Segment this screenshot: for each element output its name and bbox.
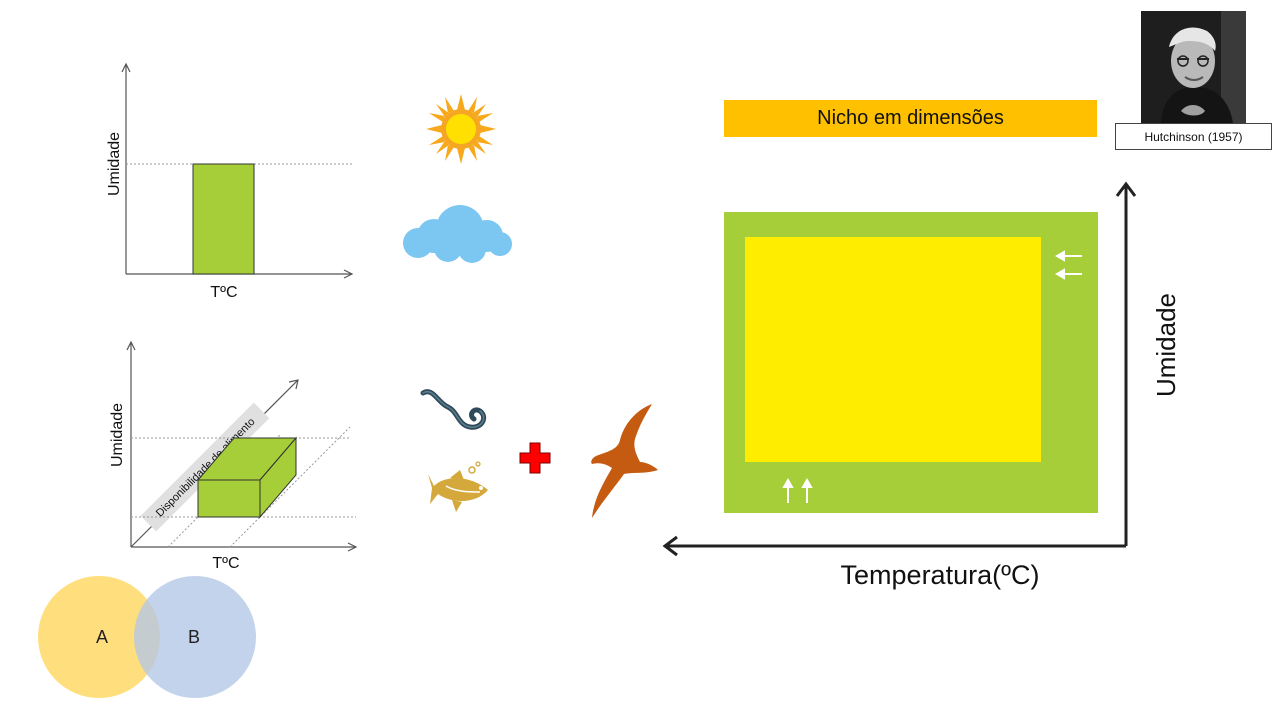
- cloud-icon: [403, 205, 512, 263]
- x-axis-arrow: [343, 269, 354, 279]
- portrait-caption: Hutchinson (1957): [1115, 123, 1272, 150]
- z-axis-label-background: [140, 402, 270, 532]
- main-y-axis-label: Umidade: [1151, 292, 1181, 398]
- realized-niche-rect: [745, 237, 1041, 462]
- hutchinson-portrait: [1141, 11, 1246, 123]
- y-axis-label: Umidade: [106, 132, 123, 196]
- z-axis-arrow: [288, 379, 299, 390]
- three-dimension-chart: Disponibilidade de alimento Umidade TºC: [109, 340, 358, 572]
- diag-guide-line-2: [229, 426, 351, 548]
- venn-label-b: B: [188, 627, 200, 647]
- venn-diagram: A B: [38, 576, 256, 698]
- plus-icon: [519, 442, 551, 474]
- venn-label-a: A: [96, 627, 108, 647]
- portrait-image: [1141, 11, 1246, 123]
- humidity-temperature-chart: Umidade TºC: [106, 62, 354, 301]
- main-x-axis-label: Temperatura(ºC): [840, 560, 1040, 590]
- tolerance-bar: [192, 163, 255, 275]
- x-axis-label: TºC: [210, 284, 237, 301]
- sun-icon: [426, 94, 496, 164]
- x-axis-label: TºC: [212, 555, 239, 572]
- niche-box-side: [259, 436, 297, 519]
- bird-icon: [591, 404, 658, 518]
- main-axes: [662, 181, 1137, 557]
- fish-icon: [428, 461, 488, 512]
- y-axis-label: Umidade: [109, 403, 126, 467]
- x-axis-arrow: [347, 542, 358, 552]
- main-x-axis-arrow: [662, 535, 678, 557]
- venn-circle-a: [38, 576, 160, 698]
- niche-title: Nicho em dimensões: [724, 100, 1097, 137]
- venn-circle-b: [134, 576, 256, 698]
- main-y-axis-arrow: [1115, 181, 1137, 197]
- y-axis-arrow: [121, 62, 131, 73]
- y-axis-arrow: [126, 340, 136, 351]
- eel-icon: [420, 389, 487, 430]
- niche-box-front: [197, 479, 261, 518]
- pressure-arrows: [782, 250, 1082, 503]
